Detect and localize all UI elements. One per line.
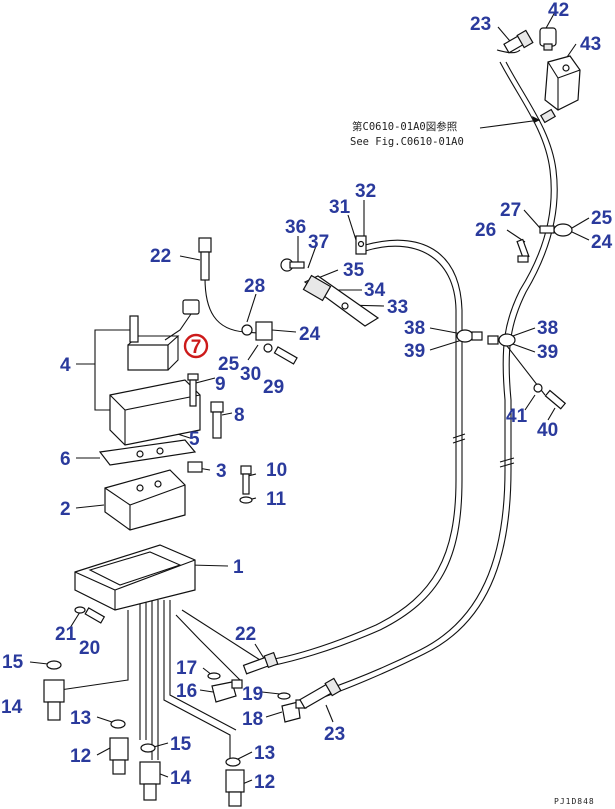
callout-12-right[interactable]: 12	[254, 772, 275, 793]
callout-12-left[interactable]: 12	[70, 746, 91, 767]
callout-4[interactable]: 4	[60, 355, 71, 376]
bracket-34-33	[302, 274, 380, 327]
washer-11	[239, 496, 253, 504]
callout-33[interactable]: 33	[387, 297, 408, 318]
callout-42[interactable]: 42	[548, 0, 569, 21]
callout-1[interactable]: 1	[233, 557, 244, 578]
callout-36[interactable]: 36	[285, 217, 306, 238]
reference-note-en: See Fig.C0610-01A0	[350, 136, 464, 148]
callout-9[interactable]: 9	[215, 374, 226, 395]
callout-30[interactable]: 30	[240, 364, 261, 385]
callout-38-right[interactable]: 38	[537, 318, 558, 339]
callout-37[interactable]: 37	[308, 232, 329, 253]
clamp-38-right	[487, 333, 546, 396]
callout-13-left[interactable]: 13	[70, 708, 91, 729]
callout-28[interactable]: 28	[244, 276, 265, 297]
callout-22-top[interactable]: 22	[150, 246, 171, 267]
washer-21	[74, 606, 86, 614]
callout-25-top[interactable]: 25	[591, 208, 613, 229]
callout-27[interactable]: 27	[500, 200, 521, 221]
callout-18[interactable]: 18	[242, 709, 263, 730]
callout-32[interactable]: 32	[355, 181, 376, 202]
hose-end-23-bottom	[299, 677, 342, 710]
bolt-20	[84, 607, 106, 624]
elbow-18	[281, 699, 307, 723]
callout-13-right[interactable]: 13	[254, 743, 275, 764]
callout-43[interactable]: 43	[580, 34, 601, 55]
callout-23-bottom[interactable]: 23	[324, 724, 345, 745]
parts	[43, 27, 581, 807]
callout-10[interactable]: 10	[266, 460, 287, 481]
oring-17	[207, 672, 221, 680]
clamp-32	[355, 235, 367, 255]
callout-23-top[interactable]: 23	[470, 14, 491, 35]
clamp-25-top	[539, 223, 573, 237]
oring-15-mid	[140, 743, 156, 753]
callout-14-left[interactable]: 14	[1, 697, 23, 718]
highlight-label: 7	[191, 337, 202, 358]
bolt-36	[280, 258, 305, 272]
reference-note-jp: 第C0610-01A0図参照	[352, 120, 458, 133]
fitting-3	[187, 461, 203, 473]
switch-43	[539, 55, 581, 124]
callout-8[interactable]: 8	[234, 405, 245, 426]
connector-12-left	[109, 737, 129, 775]
callout-39-right[interactable]: 39	[537, 342, 558, 363]
callout-41[interactable]: 41	[506, 406, 528, 427]
callout-24-top[interactable]: 24	[591, 232, 613, 253]
elbow-16	[211, 679, 243, 703]
bolt-26	[516, 238, 530, 263]
oring-13-left	[110, 719, 126, 729]
gasket-6	[98, 439, 197, 466]
hose-lines	[59, 49, 558, 760]
callout-21[interactable]: 21	[55, 624, 77, 645]
callout-24-mid[interactable]: 24	[299, 324, 321, 345]
callout-26[interactable]: 26	[475, 220, 496, 241]
callout-numbers: 23 42 43 32 31 36 37 35 34 33 27 26 25 2…	[1, 0, 613, 793]
callout-2[interactable]: 2	[60, 499, 71, 520]
callout-39-left[interactable]: 39	[404, 341, 425, 362]
oring-13-right	[225, 757, 241, 767]
callout-35[interactable]: 35	[343, 260, 365, 281]
callout-38-left[interactable]: 38	[404, 318, 425, 339]
callout-17[interactable]: 17	[176, 658, 197, 679]
callout-40[interactable]: 40	[537, 420, 558, 441]
hose-end-22-bottom	[242, 651, 279, 675]
callout-22-bottom[interactable]: 22	[235, 624, 256, 645]
callout-3[interactable]: 3	[216, 461, 227, 482]
callout-15-left[interactable]: 15	[2, 652, 24, 673]
callout-16[interactable]: 16	[176, 681, 197, 702]
bolt-10	[240, 465, 252, 495]
callout-15-mid[interactable]: 15	[170, 734, 192, 755]
connector-14-left	[43, 679, 65, 721]
plug-42	[539, 27, 557, 51]
solenoid-valve-4	[109, 299, 201, 446]
oring-15-left	[46, 660, 62, 670]
callout-20[interactable]: 20	[79, 638, 100, 659]
hose-end-22-top	[198, 237, 212, 281]
highlight-callout-7[interactable]: 7	[183, 333, 209, 359]
bolt-40-41	[533, 383, 567, 410]
base-bracket-1	[74, 544, 196, 611]
connector-12-right	[225, 769, 245, 807]
callout-19[interactable]: 19	[242, 684, 263, 705]
callout-5[interactable]: 5	[189, 429, 200, 450]
callout-31[interactable]: 31	[329, 197, 351, 218]
fitting-23-top	[503, 29, 534, 54]
clamp-38-left	[456, 329, 483, 343]
connector-14-mid	[139, 761, 161, 801]
callout-6[interactable]: 6	[60, 449, 71, 470]
callout-29[interactable]: 29	[263, 377, 284, 398]
callout-14-mid[interactable]: 14	[170, 768, 192, 789]
block-2	[104, 469, 186, 531]
bolt-8	[210, 401, 224, 439]
connector-24	[241, 321, 298, 365]
oring-19	[277, 692, 291, 700]
callout-25-mid[interactable]: 25	[218, 354, 240, 375]
drawing-code: PJ1D848	[554, 797, 595, 806]
callout-34[interactable]: 34	[364, 280, 386, 301]
callout-11[interactable]: 11	[266, 489, 287, 510]
